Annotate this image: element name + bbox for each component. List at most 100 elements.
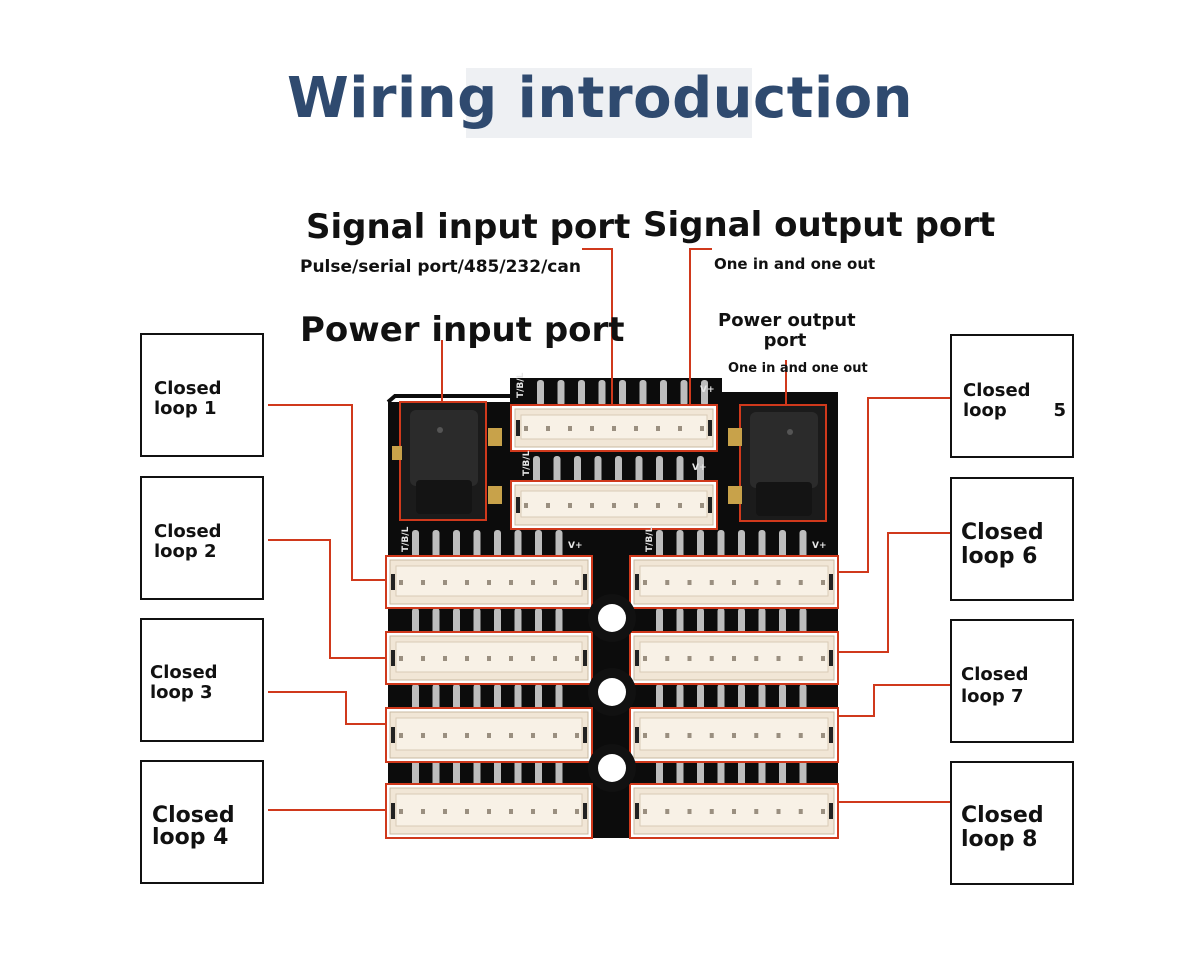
leader-loop-2 — [268, 539, 386, 659]
header-pin — [738, 530, 745, 560]
header-pin — [697, 608, 704, 634]
connector-contact — [553, 733, 557, 738]
header-pin — [432, 760, 440, 786]
header-pin — [453, 684, 460, 710]
connector-contact — [700, 503, 704, 508]
pin-header-top — [537, 380, 708, 406]
connector-contact — [776, 809, 781, 814]
header-pin — [578, 380, 585, 406]
mounting-holes — [588, 594, 636, 792]
connector-contact — [678, 426, 682, 431]
header-pin — [680, 380, 688, 406]
connector-contact — [798, 733, 803, 738]
header-pin — [697, 760, 704, 786]
loop-4-connector — [385, 783, 593, 839]
power-output-jack — [728, 404, 827, 522]
header-pin — [717, 608, 725, 634]
signal-input-connector — [510, 404, 718, 452]
connector-contact — [399, 733, 403, 738]
connector-contact — [612, 503, 616, 508]
connector-contact — [553, 580, 557, 585]
silk-vplus-mark: V+ — [700, 385, 715, 395]
header-pin — [412, 530, 419, 560]
connector-contact — [709, 580, 714, 585]
header-pin — [494, 608, 501, 634]
header-pin — [697, 530, 704, 560]
header-pin — [473, 684, 481, 710]
connector-contact — [709, 809, 714, 814]
connector-contact — [399, 580, 403, 585]
connector-contact — [509, 656, 513, 661]
header-pin — [453, 530, 460, 560]
header-pin — [656, 608, 663, 634]
closed-loop-1-line2: loop 1 — [154, 398, 217, 419]
silk-tbl-mark: T/B/L — [645, 526, 655, 552]
connector-contact — [798, 809, 803, 814]
signal-output-connector — [510, 480, 718, 530]
closed-loop-8-box: Closed loop 8 — [950, 761, 1074, 885]
pcb-corner-notch — [386, 394, 510, 404]
connector-contact — [524, 426, 528, 431]
connector-contact — [568, 426, 572, 431]
connector-contact — [821, 656, 825, 661]
header-pin — [432, 684, 440, 710]
signal-input-port-label: Signal input port — [306, 207, 631, 247]
connector-contact — [465, 809, 469, 814]
connector-contact — [821, 733, 825, 738]
connector-contact — [443, 580, 447, 585]
header-pin — [537, 380, 544, 406]
connector-contact — [590, 426, 594, 431]
connector-contact — [531, 809, 535, 814]
connector-contact — [531, 656, 535, 661]
header-pin — [656, 456, 663, 484]
closed-loop-7-line1: Closed — [961, 664, 1029, 685]
connector-contact — [487, 809, 491, 814]
header-pin — [555, 684, 563, 710]
connector-contact — [732, 580, 736, 585]
closed-loop-3-line2: loop 3 — [150, 682, 213, 703]
connector-contact — [465, 733, 469, 738]
connector-contact — [509, 733, 513, 738]
closed-loop-6-line1: Closed — [961, 520, 1044, 545]
power-input-port-label: Power input port — [300, 310, 625, 350]
closed-loop-7-line2: loop 7 — [961, 686, 1024, 707]
connector-contact — [524, 503, 528, 508]
header-pin — [557, 380, 565, 406]
connector-contact — [553, 656, 557, 661]
connector-contact — [443, 656, 447, 661]
closed-loop-5-box: Closed loop 5 — [950, 334, 1074, 458]
closed-loop-2-box: Closed loop 2 — [140, 476, 264, 600]
header-pin — [676, 760, 684, 786]
connector-contact — [665, 580, 670, 585]
connector-contact — [754, 733, 759, 738]
header-pin — [514, 530, 522, 560]
header-pin — [660, 380, 667, 406]
connector-contact — [687, 656, 692, 661]
leader-loop-6 — [838, 532, 950, 653]
header-pin — [514, 684, 522, 710]
page-title: Wiring introduction — [286, 66, 914, 131]
pin-header-mid — [533, 456, 704, 484]
silk-tbl-mark: T/B/L — [516, 372, 526, 398]
loop-3-connector — [385, 707, 593, 763]
header-pin — [758, 530, 766, 560]
header-pin — [697, 456, 704, 484]
header-pin — [717, 530, 725, 560]
connector-contact — [487, 733, 491, 738]
connector-contact — [509, 809, 513, 814]
header-pin — [535, 608, 542, 634]
header-pin — [799, 760, 807, 786]
header-pin — [738, 684, 745, 710]
header-pin — [758, 760, 766, 786]
leader-lines — [268, 248, 950, 811]
header-pin — [779, 760, 786, 786]
connector-contact — [487, 580, 491, 585]
connector-contact — [798, 656, 803, 661]
closed-loop-5-line2: 5 — [1053, 400, 1066, 421]
silk-tbl-mark: T/B/L — [522, 450, 532, 476]
connector-contact — [568, 503, 572, 508]
closed-loop-1-line1: Closed — [154, 378, 222, 399]
connector-contact — [732, 733, 736, 738]
connector-contact — [776, 656, 781, 661]
connector-contact — [709, 656, 714, 661]
